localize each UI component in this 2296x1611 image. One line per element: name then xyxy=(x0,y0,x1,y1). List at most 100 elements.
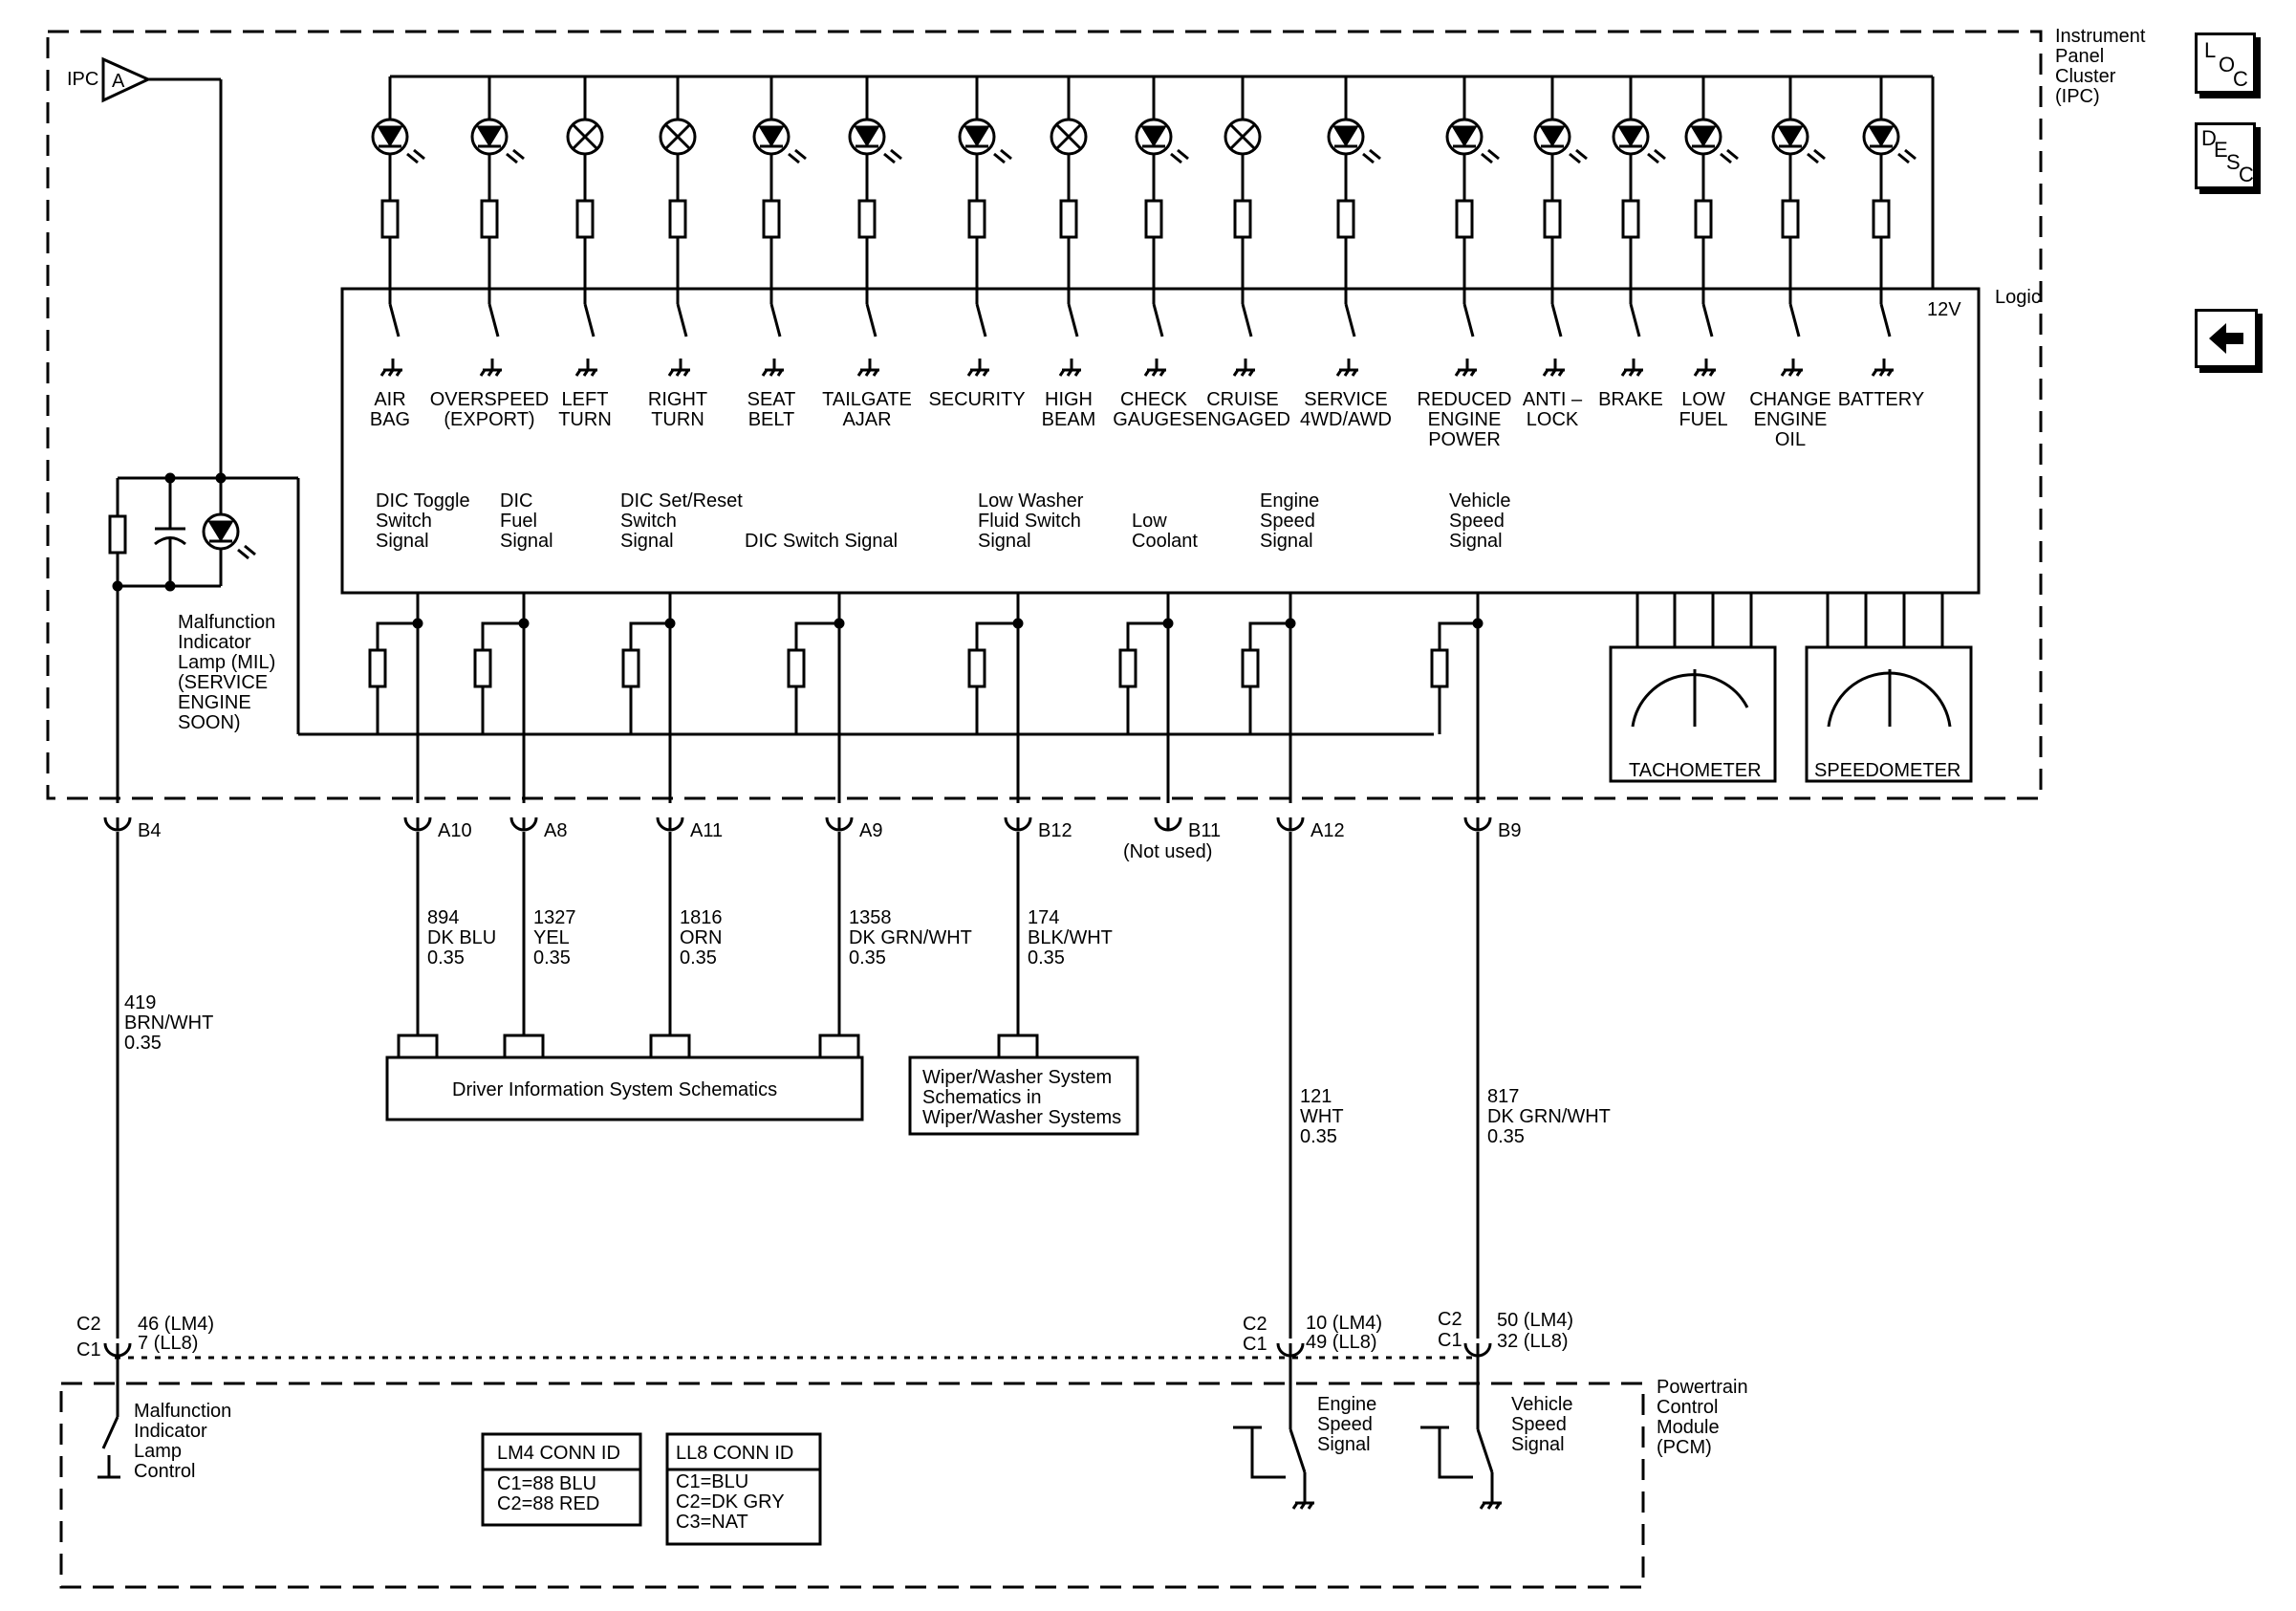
v12-label: 12V xyxy=(1927,299,1961,320)
ipc-connector-a xyxy=(101,56,152,103)
lm4-conn-id-box xyxy=(481,1432,642,1527)
ipc-boundary xyxy=(46,30,2043,800)
mil-pins-label: 46 (LM4)7 (LL8) xyxy=(138,1314,214,1354)
logic-label: Logic xyxy=(1995,287,2041,308)
lamp-tailgate-ajar xyxy=(848,76,902,377)
signal-vehicle-speed xyxy=(1430,593,1492,832)
lm4-title: LM4 CONN ID xyxy=(497,1443,620,1464)
lamp-air-bag xyxy=(371,76,425,377)
eng-c2-label: C2 xyxy=(1243,1314,1267,1335)
label-signal-dic-switch: DIC Switch Signal xyxy=(745,531,898,552)
veh-c2-label: C2 xyxy=(1438,1309,1462,1330)
pcm-connector-veh xyxy=(1463,1342,1492,1377)
desc-button[interactable]: D E S C xyxy=(2195,122,2256,189)
loc-button[interactable]: L O C xyxy=(2195,33,2256,94)
mil-lamp xyxy=(202,512,256,560)
pin-b9: B9 xyxy=(1498,820,1521,841)
mil-c2-label: C2 xyxy=(76,1314,101,1335)
lamp-service-4wd xyxy=(1327,76,1381,377)
pcm-boundary xyxy=(59,1382,1645,1589)
driver-info-label: Driver Information System Schematics xyxy=(452,1079,777,1100)
pin-b4: B4 xyxy=(138,820,161,841)
mil-c1-label: C1 xyxy=(76,1339,101,1361)
desc-e: E xyxy=(2214,138,2228,162)
pin-a12: A12 xyxy=(1310,820,1345,841)
label-overspeed: OVERSPEED(EXPORT) xyxy=(430,389,549,430)
lamp-check-gauges xyxy=(1135,76,1189,377)
signal-dic-switch xyxy=(787,593,854,832)
loc-o: O xyxy=(2219,53,2236,76)
label-brake: BRAKE xyxy=(1598,389,1663,410)
lamp-reduced-engine-power xyxy=(1445,76,1500,377)
eng-c1-label: C1 xyxy=(1243,1334,1267,1355)
box-connector-1 xyxy=(503,1034,545,1057)
lamp-low-fuel xyxy=(1684,76,1739,377)
tachometer-box xyxy=(1609,645,1777,783)
back-button[interactable] xyxy=(2195,309,2258,368)
speedometer-box xyxy=(1805,645,1973,783)
pcm-connector-mil xyxy=(103,1342,132,1377)
loc-l: L xyxy=(2204,38,2217,62)
tachometer-label: TACHOMETER xyxy=(1629,760,1762,781)
signal-dic-toggle xyxy=(368,593,432,832)
lamp-seat-belt xyxy=(752,76,807,377)
pin-b4-connector xyxy=(103,472,227,832)
desc-d: D xyxy=(2201,126,2217,150)
lamp-high-beam xyxy=(1050,76,1088,377)
pin-a8: A8 xyxy=(544,820,567,841)
loc-c: C xyxy=(2233,67,2248,91)
left-arrow-icon xyxy=(2209,323,2243,354)
label-battery: BATTERY xyxy=(1838,389,1924,410)
logic-box xyxy=(340,287,1981,595)
lamp-cruise-engaged xyxy=(1224,76,1262,377)
pin-b11: B11 xyxy=(1188,820,1221,841)
pin-a10: A10 xyxy=(438,820,472,841)
pin-note-b11: (Not used) xyxy=(1123,841,1212,862)
speedometer-label: SPEEDOMETER xyxy=(1814,760,1960,781)
ipc-tag: IPC xyxy=(67,69,98,90)
box-connector-0 xyxy=(397,1034,439,1057)
desc-s: S xyxy=(2226,150,2241,174)
lamp-overspeed xyxy=(470,76,525,377)
pin-a9: A9 xyxy=(859,820,882,841)
lamp-change-engine-oil xyxy=(1771,76,1826,377)
lamp-right-turn xyxy=(659,76,697,377)
box-connector-4 xyxy=(997,1034,1039,1057)
signal-dic-fuel xyxy=(473,593,538,832)
veh-pins-label: 50 (LM4)32 (LL8) xyxy=(1497,1310,1573,1352)
lamp-security xyxy=(958,76,1012,377)
ipc-conn-a-label: A xyxy=(112,71,125,92)
pin-b12: B12 xyxy=(1038,820,1072,841)
desc-c: C xyxy=(2239,163,2254,186)
